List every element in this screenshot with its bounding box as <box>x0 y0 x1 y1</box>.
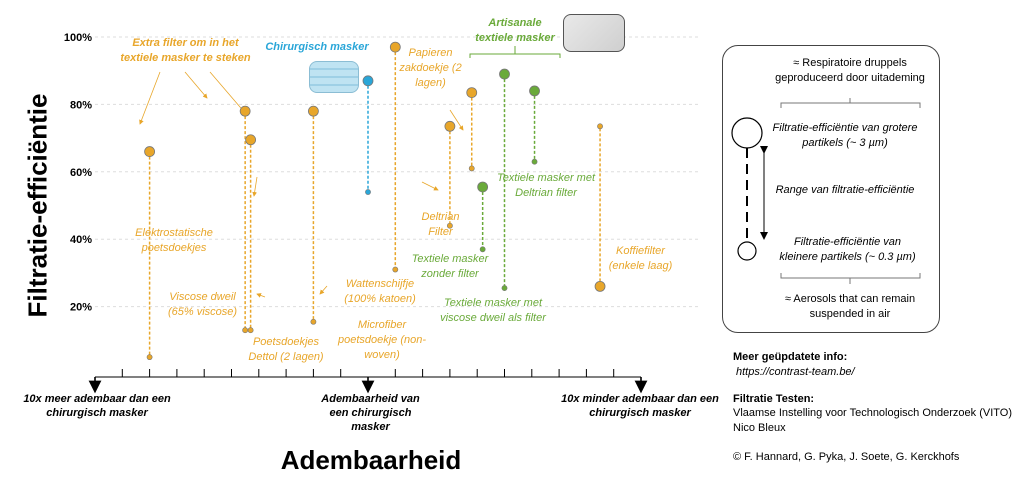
info-copyright: © F. Hannard, G. Pyka, J. Soete, G. Kerc… <box>733 451 960 463</box>
label-koffiefilter: Koffiefilter (enkele laag) <box>608 245 673 272</box>
point-large <box>594 280 606 292</box>
group-title-extra-filter: Extra filter om in het textiele masker t… <box>120 37 251 64</box>
label-tm-deltrian: Textiele masker met Deltrian filter <box>496 172 596 199</box>
point-small <box>247 327 254 334</box>
leader-arrow <box>449 109 464 131</box>
legend-graphic <box>731 98 921 284</box>
legend-large-text: Filtratie-efficiëntie van grotere partik… <box>772 122 918 149</box>
legend-top-text: ≈ Respiratoire druppels geproduceerd doo… <box>775 57 925 84</box>
group-title-surgical: Chirurgisch masker <box>265 41 369 53</box>
y-tick-label: 40% <box>70 234 92 246</box>
leader-arrow <box>252 176 258 197</box>
point-large <box>389 41 401 53</box>
label-tm-viscose: Textiele masker met viscose dweil als fi… <box>440 297 546 324</box>
leader-arrow <box>256 293 266 298</box>
group-title-artisanal: Artisanale textiele masker <box>475 17 555 44</box>
point-small <box>392 266 399 273</box>
leader-arrow <box>209 71 247 115</box>
leader-arrow <box>139 71 161 125</box>
leader-arrow <box>184 71 208 99</box>
point-small <box>365 189 371 195</box>
legend-small-text: Filtratie-efficiëntie van kleinere parti… <box>779 236 916 263</box>
label-papieren: Papieren zakdoekje (2 lagen) <box>399 47 462 89</box>
point-small <box>468 165 475 172</box>
surgical-mask-icon <box>309 61 359 93</box>
info-org: Vlaamse Instelling voor Technologisch On… <box>733 407 1013 419</box>
x-tick-label-center: Adembaarheid van een chirurgisch masker <box>321 393 420 433</box>
point-large <box>245 134 257 146</box>
point-large <box>362 75 374 87</box>
data-points <box>144 41 606 361</box>
label-microfiber: Microfiber poetsdoekje (non-woven) <box>337 319 427 361</box>
point-small <box>146 354 153 361</box>
point-large <box>529 85 540 97</box>
y-ticks: 100% 80% 60% 40% 20% <box>64 32 92 314</box>
point-small <box>242 327 249 334</box>
legend-small-circle <box>737 241 757 261</box>
x-tick-label-right: 10x minder adembaar dan een chirurgisch … <box>561 393 719 419</box>
info-testing-title: Filtratie Testen: <box>733 393 815 405</box>
y-tick-label: 80% <box>70 99 92 111</box>
label-tm-zonder: Textiele masker zonder filter <box>411 253 489 280</box>
legend-range-text: Range van filtratie-efficiëntie <box>775 184 915 196</box>
label-dettol: Poetsdoekjes Dettol (2 lagen) <box>248 336 324 363</box>
point-small <box>310 318 317 325</box>
info-person: Nico Bleux <box>733 422 786 434</box>
x-axis-title: Adembaarheid <box>280 445 462 475</box>
point-large <box>444 120 456 132</box>
point-large <box>499 68 510 80</box>
leader-arrow <box>319 285 328 295</box>
point-large <box>477 181 489 193</box>
point-large <box>239 105 251 117</box>
y-tick-label: 60% <box>70 167 92 179</box>
point-large <box>307 105 319 117</box>
info-more-title: Meer geüpdatete info: <box>733 351 848 363</box>
legend-top-bracket <box>780 98 921 108</box>
info-url-link[interactable]: https://contrast-team.be/ <box>736 366 855 378</box>
point-large <box>466 87 478 99</box>
y-tick-label: 100% <box>64 32 92 44</box>
label-deltrian: Deltrian Filter <box>421 211 460 238</box>
y-tick-label: 20% <box>70 302 92 314</box>
legend <box>722 45 940 333</box>
point-small <box>446 222 453 229</box>
label-elektrostatische: Elektrostatische poetsdoekjes <box>135 227 213 254</box>
point-small <box>597 123 603 130</box>
x-tick-label-left: 10x meer adembaar dan een chirurgisch ma… <box>23 393 171 419</box>
point-small <box>501 285 508 291</box>
legend-bottom-text: ≈ Aerosols that can remain suspended in … <box>784 293 916 320</box>
x-axis <box>88 369 648 394</box>
label-wattenschijfje: Wattenschijfje (100% katoen) <box>344 278 416 305</box>
textile-mask-icon <box>563 14 625 52</box>
artisanal-bracket <box>469 46 561 58</box>
leader-arrow <box>421 181 439 191</box>
y-axis-title: Filtratie-efficiëntie <box>22 93 53 318</box>
point-small <box>531 158 538 165</box>
point-large <box>144 146 156 157</box>
annotation-leaders <box>139 46 561 298</box>
label-viscose-dweil: Viscose dweil (65% viscose) <box>167 291 238 318</box>
point-small <box>479 246 486 253</box>
legend-bottom-bracket <box>780 273 921 284</box>
